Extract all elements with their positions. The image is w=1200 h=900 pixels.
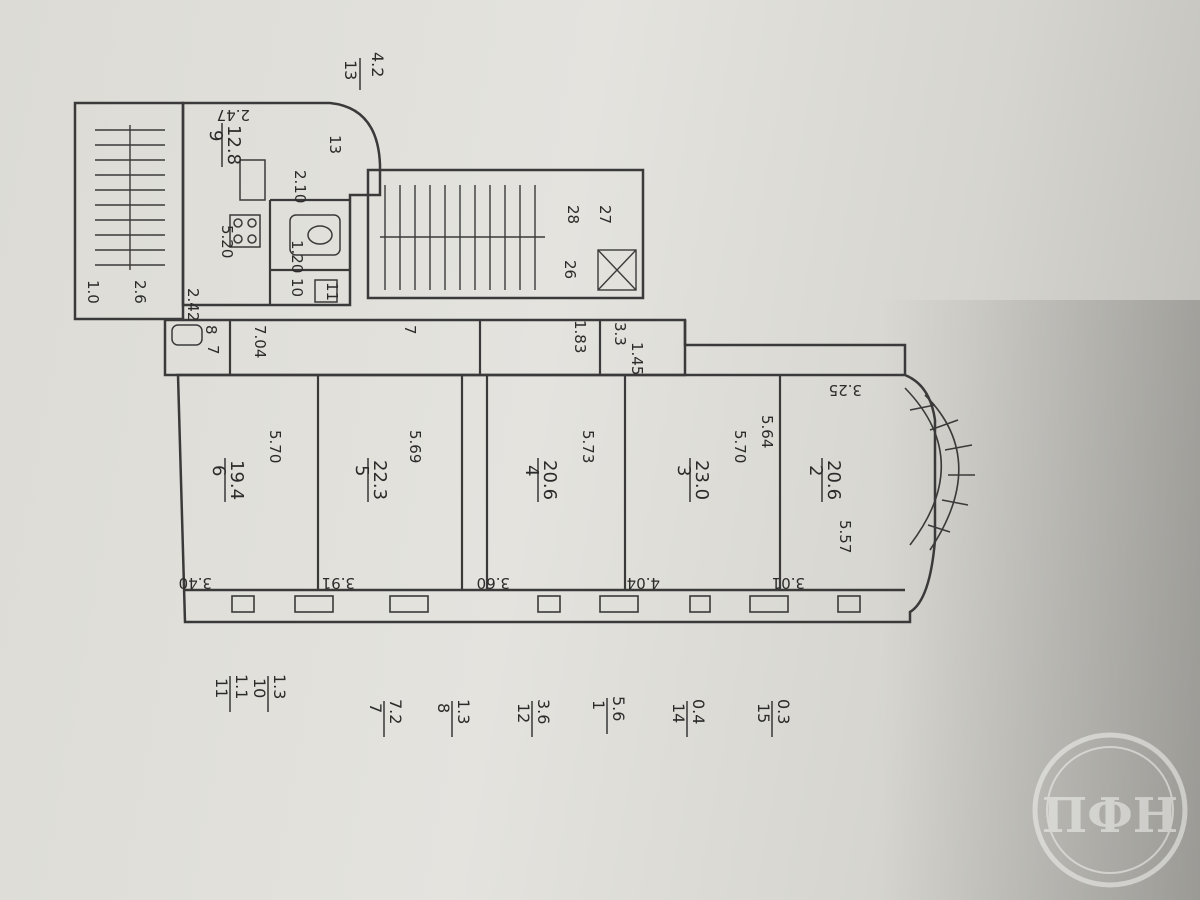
room-4-area: 20.6	[539, 460, 560, 500]
stair-label-2-6: 2.6	[131, 280, 149, 304]
room-5-area: 22.3	[369, 460, 390, 500]
room-4-length: 5.73	[579, 430, 597, 463]
room-3-area: 23.0	[691, 460, 712, 500]
room13-dim-label: 2.10	[291, 170, 309, 203]
small-labels: 7 8 7.04 7 10 1.20 11 13 2.10 26 27 28 1…	[84, 135, 862, 553]
room-6-width: 3.40	[179, 574, 212, 592]
corridor-strip	[163, 318, 687, 377]
legend-15-number: 15	[754, 703, 773, 723]
legend-8-area: 1.3	[454, 699, 473, 724]
legend-12-area: 3.6	[534, 699, 553, 724]
stair-treads-main	[380, 185, 637, 291]
room-2-width: 3.01	[772, 574, 805, 592]
legend-11-area: 1.1	[232, 674, 251, 699]
stair-label-26: 26	[561, 260, 579, 279]
room-5-length: 5.69	[406, 430, 424, 463]
hall-num-label: 7	[204, 345, 222, 355]
room-2-area: 20.6	[823, 460, 844, 500]
legend-8-number: 8	[434, 703, 453, 713]
stair-treads-left	[95, 125, 165, 270]
room-9-area: 12.8	[223, 125, 244, 165]
legend-7-area: 7.2	[386, 699, 405, 724]
room-3-length: 5.70	[731, 430, 749, 463]
main-outline	[176, 373, 937, 624]
exterior-walls	[73, 101, 937, 624]
room-5-number: 5	[351, 465, 372, 476]
legend-15-area: 0.3	[774, 699, 793, 724]
legend-14-number: 14	[669, 703, 688, 723]
entry-dim3-label: 1.45	[628, 342, 646, 375]
room-9-width: 2.47	[217, 106, 250, 124]
room8-label: 8	[202, 325, 220, 335]
stair-label-1-0: 1.0	[84, 280, 102, 304]
top-fraction: 13 4.2	[341, 52, 387, 90]
bay-dim-label: 5.57	[836, 520, 854, 553]
room-labels: 619.45.703.40522.35.693.91420.65.733.603…	[179, 106, 844, 592]
room-6-area: 19.4	[226, 460, 247, 500]
stamp-letters: ПФН	[1042, 788, 1178, 844]
legend-10-number: 10	[250, 678, 269, 698]
stair-label-2-42: 2.42	[184, 288, 202, 321]
legend-12-number: 12	[514, 703, 533, 723]
page-shadow	[880, 300, 1200, 900]
top-fraction-den: 4.2	[368, 52, 387, 77]
room10-label: 10	[288, 278, 306, 297]
bay-window	[904, 387, 975, 551]
interior-walls	[228, 198, 782, 590]
room-9-length: 5.20	[218, 225, 236, 258]
kitchen-block	[181, 101, 382, 307]
room11-label: 11	[323, 282, 341, 301]
entry-dim2-label: 3.3	[611, 322, 629, 346]
stamp-watermark: ПФН	[1032, 732, 1188, 888]
room13-label: 13	[326, 135, 344, 154]
staircase-main	[366, 168, 645, 300]
room-6-length: 5.70	[266, 430, 284, 463]
room-9-number: 9	[205, 130, 226, 141]
kitchen-fixtures	[171, 159, 341, 346]
windows	[231, 595, 861, 613]
room-2-length: 5.64	[758, 415, 776, 448]
bay-width-label: 3.25	[829, 381, 862, 399]
legend-7-number: 7	[366, 703, 385, 713]
legend-1-area: 5.6	[609, 696, 628, 721]
room-3-width: 4.04	[627, 574, 660, 592]
room-4-width: 3.60	[477, 574, 510, 592]
hall-num-right: 7	[401, 325, 419, 335]
stair-label-27: 27	[596, 205, 614, 224]
room-2-number: 2	[805, 465, 826, 476]
legend-1-number: 1	[589, 700, 608, 710]
legend-14-area: 0.4	[689, 699, 708, 724]
hall-len-label: 7.04	[251, 325, 269, 358]
room-5-width: 3.91	[322, 574, 355, 592]
stair-label-28: 28	[564, 205, 582, 224]
top-fraction-num: 13	[341, 60, 360, 80]
room10-dim-label: 1.20	[288, 240, 306, 273]
legend-11-number: 11	[212, 678, 231, 698]
room-6-number: 6	[208, 465, 229, 476]
entry-dim1-label: 1.83	[571, 320, 589, 353]
room-3-number: 3	[673, 465, 694, 476]
legend-10-area: 1.3	[270, 674, 289, 699]
room-4-number: 4	[521, 465, 542, 476]
